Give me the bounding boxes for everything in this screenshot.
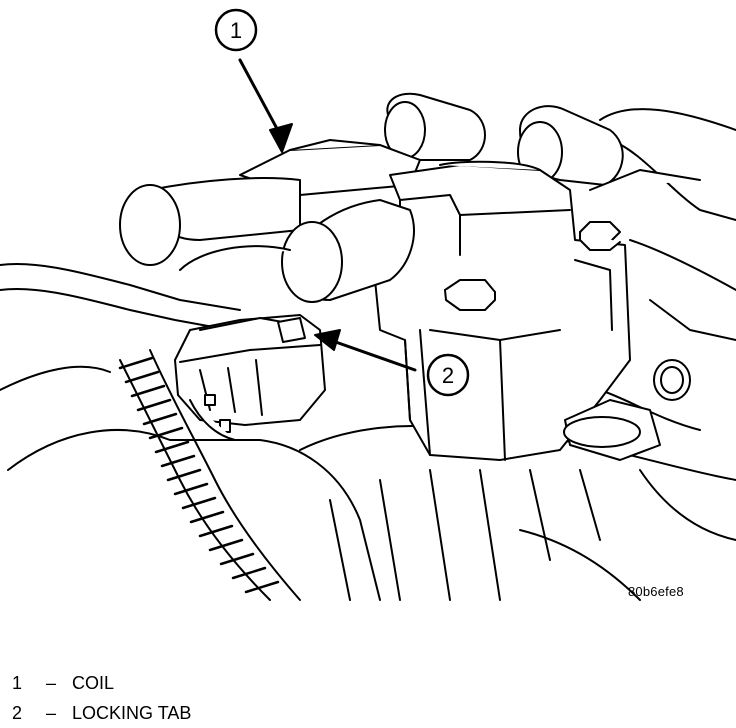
callout-2-leader	[328, 338, 417, 372]
callout-2-circle	[426, 353, 470, 397]
callout-2-arrowhead	[314, 329, 341, 351]
legend-number: 1	[12, 673, 23, 693]
hose-fitting	[563, 359, 691, 461]
coil-bolts	[444, 221, 621, 311]
electrical-connector	[174, 314, 326, 441]
locking-tab	[277, 317, 306, 343]
callout-1-circle	[214, 8, 258, 52]
legend-item: 2 – LOCKING TAB	[12, 698, 191, 728]
callout-1-arrowhead	[269, 123, 293, 153]
coil-connector-illustration: 1 2	[0, 8, 736, 601]
legend-label: COIL	[72, 673, 115, 693]
legend-label: LOCKING TAB	[72, 703, 192, 723]
legend-separator: –	[45, 673, 56, 693]
callout-1-leader	[238, 58, 284, 140]
callout-arrows	[238, 58, 417, 372]
callout-1: 1	[214, 8, 258, 52]
figure-code: 80b6efe8	[628, 584, 684, 599]
legend-item: 1 – COIL	[12, 668, 191, 698]
callout-2: 2	[426, 353, 470, 397]
wiring-harness	[0, 263, 301, 601]
legend: 1 – COIL 2 – LOCKING TAB	[12, 668, 191, 728]
legend-number: 2	[12, 703, 23, 723]
callout-1-number: 1	[230, 18, 242, 43]
front-plug-boot	[179, 199, 415, 303]
callout-2-number: 2	[442, 363, 454, 388]
legend-separator: –	[45, 703, 56, 723]
plug-wire-boots	[384, 92, 701, 191]
